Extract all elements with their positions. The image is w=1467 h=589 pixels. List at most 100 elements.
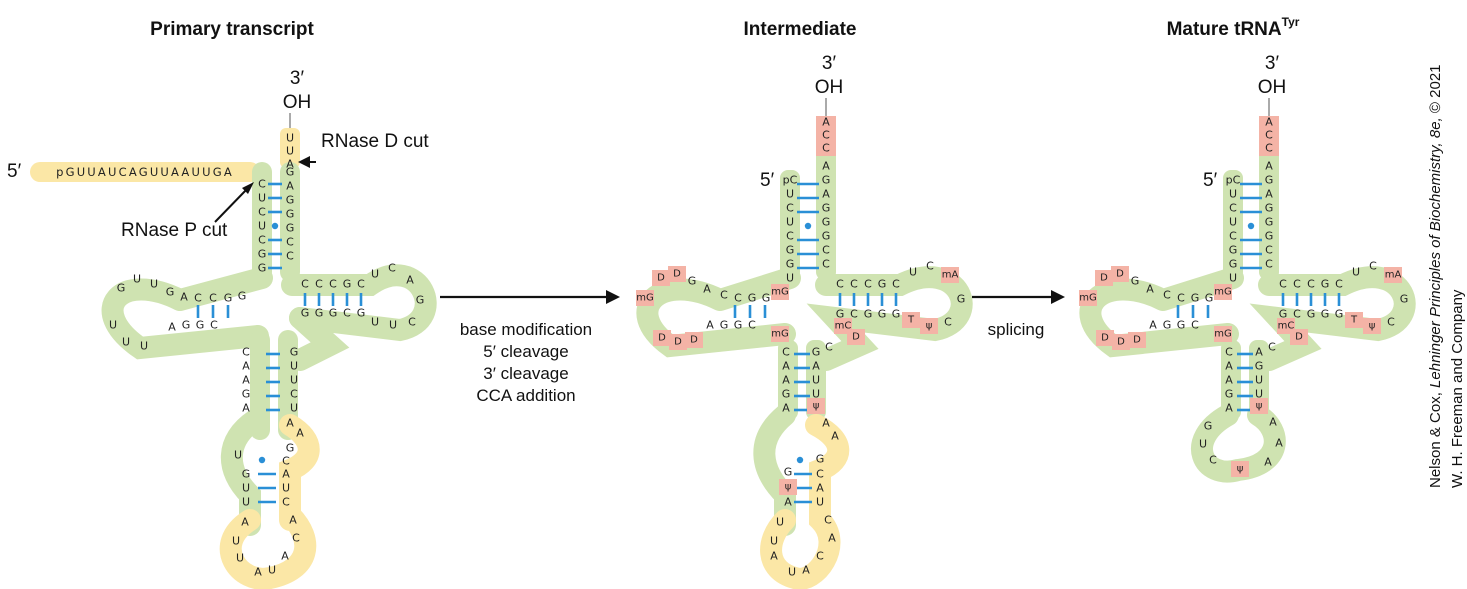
modified-base-highlight [1345,312,1363,328]
modified-base-highlight [1079,290,1097,306]
d-arm-nucleotide: A [1149,319,1157,332]
acceptor-3p-nucleotide: G [286,222,295,235]
anticodon-stem-nucleotide: A [242,402,250,415]
modified-base: mG [1079,293,1097,304]
modified-base-highlight [1111,266,1129,282]
acceptor-3p-nucleotide: G [1265,216,1274,229]
anticodon-loop-nucleotide: A [1269,416,1277,429]
t-arm-nucleotide: U [371,316,379,329]
intron-nucleotide: A [770,550,778,563]
d-arm-nucleotide: G [1163,319,1172,332]
intron-nucleotide: A [831,430,839,443]
modified-base: ψ [1256,401,1263,412]
t-arm-nucleotide: G [1321,278,1330,291]
intron-nucleotide: A [296,427,304,440]
t-arm-nucleotide: C [329,278,337,291]
cca-nucleotide: A [822,116,830,129]
intron-nucleotide: U [242,496,250,509]
anticodon-stem-nucleotide: C [825,341,833,354]
t-arm-nucleotide: G [957,293,966,306]
t-arm-nucleotide: G [1307,308,1316,321]
modified-base-highlight [1384,267,1402,283]
step-label-1: base modification [460,320,592,339]
modified-base: D [852,332,860,343]
acceptor-3p-nucleotide: G [822,230,831,243]
acceptor-3p-nucleotide: C [1265,258,1273,271]
step-label-4: CCA addition [476,386,575,405]
anticodon-stem-nucleotide: C [242,346,250,359]
intron-nucleotide: U [232,535,240,548]
anticodon-stem-nucleotide: U [812,388,820,401]
d-arm-nucleotide: A [180,291,188,304]
t-arm-nucleotide: G [1335,308,1344,321]
modified-base: D [658,333,666,344]
d-arm-nucleotide: C [720,289,728,302]
acceptor-3p-nucleotide: A [822,188,830,201]
anticodon-stem-nucleotide: A [1225,402,1233,415]
modified-base-highlight [920,318,938,334]
d-arm-nucleotide: U [122,336,130,349]
modified-base-highlight [669,334,687,350]
t-arm-nucleotide: C [1387,316,1395,329]
d-arm-nucleotide: A [703,283,711,296]
anticodon-stem-nucleotide: U [290,402,298,415]
mature-trna-panel: Mature tRNATyr 3′ OH 5′ ACCpCUCUCGGUAGAG… [1079,15,1416,483]
modified-base-highlight [1128,332,1146,348]
modified-base: mA [1385,270,1402,281]
modified-base-highlight [1363,318,1381,334]
intron-nucleotide: A [816,482,824,495]
anticodon-stem-nucleotide: G [812,346,821,359]
intron-nucleotide: A [784,496,792,509]
modified-base-highlight [941,267,959,283]
t-arm-nucleotide: C [1335,278,1343,291]
intron-nucleotide: C [824,514,832,527]
d-arm-nucleotide: G [734,319,743,332]
acceptor-3p-nucleotide: C [1265,244,1273,257]
t-arm-nucleotide: C [864,278,872,291]
d-arm-nucleotide: G [720,319,729,332]
anticodon-stem-nucleotide: G [1255,360,1264,373]
acceptor-5p-nucleotide: C [1229,202,1237,215]
t-arm-nucleotide: C [1293,308,1301,321]
t-arm-nucleotide: C [836,278,844,291]
d-arm-nucleotide: C [210,319,218,332]
t-arm-nucleotide: C [1279,278,1287,291]
rnase-p-arrow [214,187,249,223]
acceptor-5p-nucleotide: U [1229,272,1237,285]
t-arm-nucleotide: C [926,260,934,273]
d-arm-nucleotide: C [1163,289,1171,302]
modified-base: ψ [813,401,820,412]
d-arm-nucleotide: C [209,292,217,305]
modified-base-highlight [636,290,654,306]
primary-transcript-title: Primary transcript [150,19,314,40]
d-arm-nucleotide: U [109,319,117,332]
intron-nucleotide: U [234,449,242,462]
anticodon-stem-nucleotide: C [782,346,790,359]
intron-nucleotide: G [816,453,825,466]
t-arm-nucleotide: G [864,308,873,321]
modified-base: mG [771,287,789,298]
five-prime-leader-sequence: pGUUAUCAGUUAAUUGA [56,165,234,179]
intron-nucleotide: A [281,550,289,563]
anticodon-loop-nucleotide: A [1275,437,1283,450]
acceptor-3p-nucleotide: G [286,166,295,179]
d-arm-nucleotide: G [1177,319,1186,332]
t-arm-nucleotide: G [1321,308,1330,321]
acceptor-3p-nucleotide: C [822,244,830,257]
intron-nucleotide: U [770,535,778,548]
anticodon-stem-nucleotide: C [290,388,298,401]
cca-highlight [1259,116,1279,156]
acceptor-5p-nucleotide: U [258,220,266,233]
acceptor-5p-nucleotide: U [786,216,794,229]
modified-base-highlight [771,284,789,300]
d-arm-nucleotide: A [1146,283,1154,296]
anticodon-stem-nucleotide: G [1225,388,1234,401]
t-arm-nucleotide: U [371,268,379,281]
t-arm-nucleotide: C [408,316,416,329]
t-stem-pairs [303,293,363,306]
d-arm-nucleotide: G [224,292,233,305]
d-arm-nucleotide: C [734,292,742,305]
